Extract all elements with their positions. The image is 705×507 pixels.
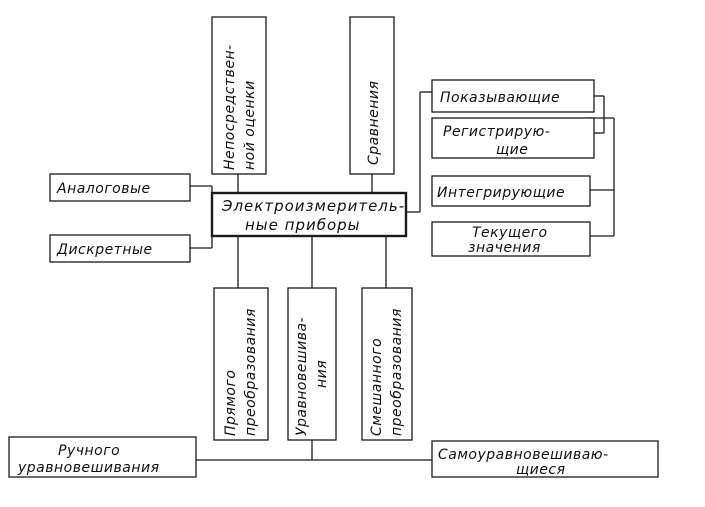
node-indicating: Показывающие xyxy=(431,79,595,113)
node-direct-assessment-line1: Непосредствен- xyxy=(222,44,238,170)
node-direct-conversion-line2: преобразования xyxy=(243,308,259,436)
node-direct-conversion: Прямого преобразования xyxy=(213,287,269,441)
node-mixed-conversion-line1: Смешанного xyxy=(369,338,385,436)
node-balancing-line2: ния xyxy=(314,360,330,388)
node-manual-balancing-line2: уравновешивания xyxy=(17,460,160,476)
node-mixed-conversion-line2: преобразования xyxy=(389,308,405,436)
node-electrical-instruments-line1: Электроизмеритель- xyxy=(221,197,405,215)
node-electrical-instruments-line2: ные приборы xyxy=(245,216,361,234)
node-integrating: Интегрирующие xyxy=(431,175,591,207)
node-electrical-instruments: Электроизмеритель- ные приборы xyxy=(210,191,408,238)
node-mixed-conversion: Смешанного преобразования xyxy=(361,287,413,441)
node-recording-line1: Регистрирую- xyxy=(443,124,550,140)
node-recording-line2: щие xyxy=(496,142,528,158)
node-comparison: Сравнения xyxy=(349,16,395,175)
node-direct-assessment: Непосредствен- ной оценки xyxy=(211,16,267,175)
node-current-value: Текущего значения xyxy=(431,221,591,257)
node-integrating-label: Интегрирующие xyxy=(437,185,565,201)
node-balancing: Уравновешива- ния xyxy=(287,287,337,441)
node-digital-label: Дискретные xyxy=(56,242,153,258)
node-direct-assessment-line2: ной оценки xyxy=(242,80,258,170)
node-comparison-label: Сравнения xyxy=(366,81,382,165)
node-self-balancing: Самоуравновешиваю- щиеся xyxy=(431,440,659,478)
node-digital: Дискретные xyxy=(49,234,191,263)
node-recording: Регистрирую- щие xyxy=(431,117,595,159)
node-balancing-line1: Уравновешива- xyxy=(294,317,310,436)
node-analog: Аналоговые xyxy=(49,173,191,202)
node-manual-balancing-line1: Ручного xyxy=(58,443,120,459)
node-manual-balancing: Ручного уравновешивания xyxy=(8,436,197,478)
node-analog-label: Аналоговые xyxy=(56,181,151,197)
node-current-value-line2: значения xyxy=(468,240,541,256)
node-current-value-line1: Текущего xyxy=(472,225,548,241)
node-self-balancing-line2: щиеся xyxy=(516,462,566,478)
node-direct-conversion-line1: Прямого xyxy=(223,370,239,436)
node-self-balancing-line1: Самоуравновешиваю- xyxy=(438,447,609,463)
node-indicating-label: Показывающие xyxy=(440,90,560,106)
